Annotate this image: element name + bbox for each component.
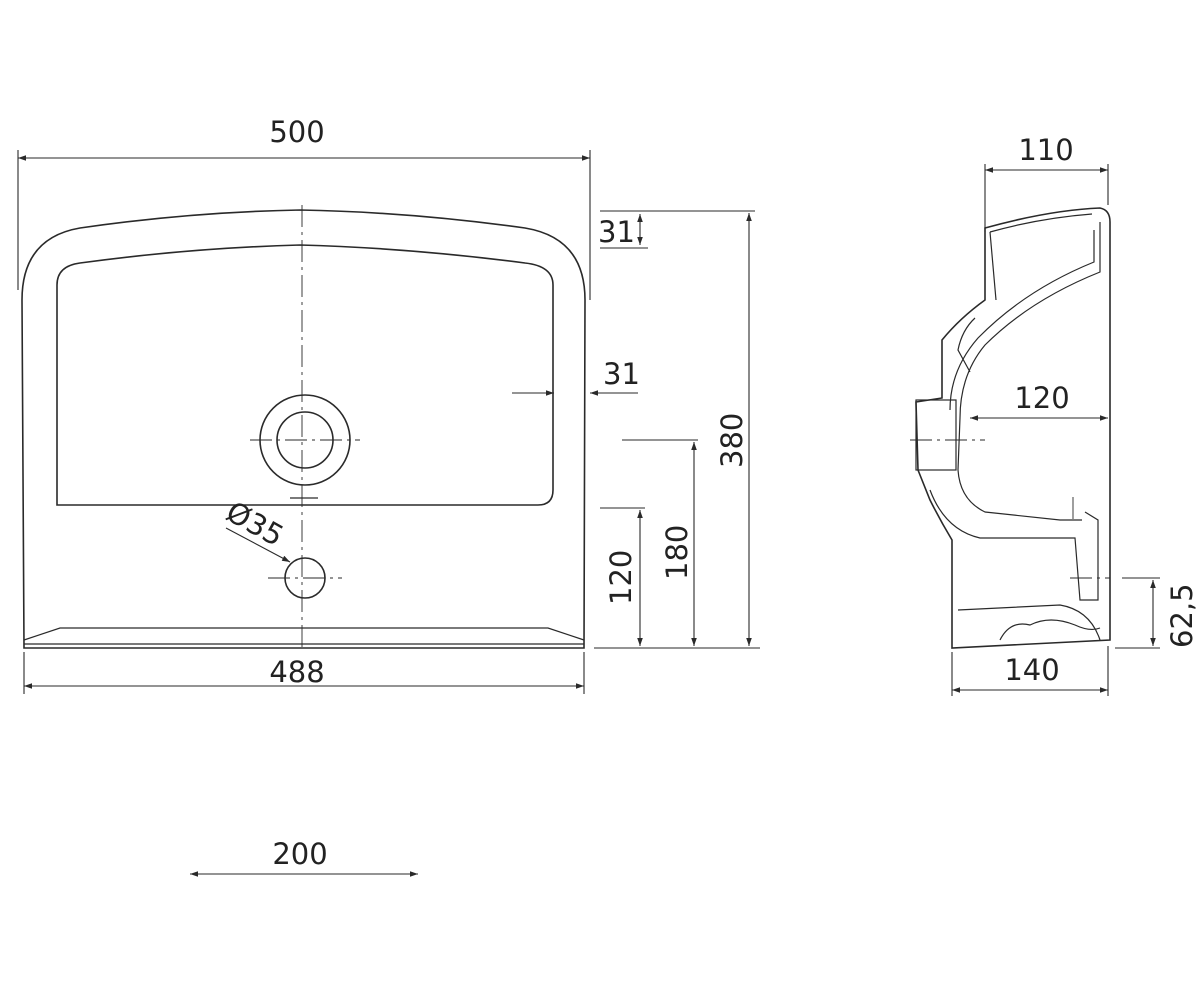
top-depth-label: 110 <box>1018 133 1073 167</box>
rim-side-label: 31 <box>603 357 640 391</box>
basin-inner-outline <box>56 244 554 506</box>
front-view: Ø35 500 488 31 31 120 180 380 <box>17 115 760 694</box>
drain-depth-label: 120 <box>1014 381 1069 415</box>
side-view: 110 120 140 62,5 <box>910 133 1199 696</box>
rim-top-label: 31 <box>598 215 635 249</box>
drain-height-label: 180 <box>660 525 694 580</box>
base-depth-label: 140 <box>1004 653 1059 687</box>
outlet-height-label: 62,5 <box>1165 583 1199 648</box>
side-inner-bowl <box>957 222 1101 521</box>
overflow-height-label: 120 <box>604 550 638 605</box>
scale-bar: 200 <box>190 837 418 877</box>
width-top-label: 500 <box>269 115 324 149</box>
side-outer-profile <box>915 207 1111 649</box>
basin-outer-outline <box>21 209 586 649</box>
drain-diameter-label: Ø35 <box>221 494 290 553</box>
total-height-label: 380 <box>715 413 749 468</box>
basin-front-edge <box>23 627 585 641</box>
width-bottom-label: 488 <box>269 655 324 689</box>
scale-bar-label: 200 <box>272 837 327 871</box>
